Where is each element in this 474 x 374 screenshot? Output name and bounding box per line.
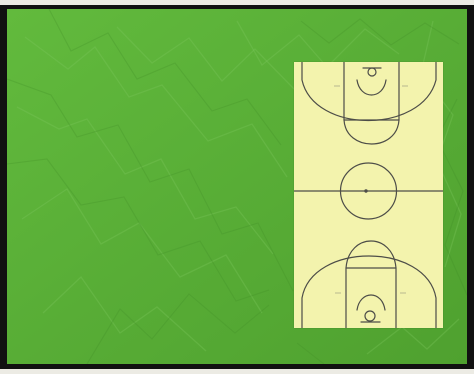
bottom-three-point-line [302, 256, 436, 328]
top-restricted-area [357, 80, 386, 95]
court-diagram-paper [294, 62, 443, 328]
bottom-basket [365, 311, 375, 321]
bottom-free-throw-lane [346, 268, 396, 328]
center-dot [365, 190, 367, 192]
top-free-throw-lane [344, 62, 399, 120]
top-free-throw-circle [344, 120, 399, 144]
bottom-free-throw-circle [346, 241, 396, 268]
top-basket [368, 68, 376, 76]
bottom-restricted-area [357, 295, 385, 310]
basketball-court-drawing [294, 62, 443, 328]
top-three-point-line [302, 62, 436, 121]
